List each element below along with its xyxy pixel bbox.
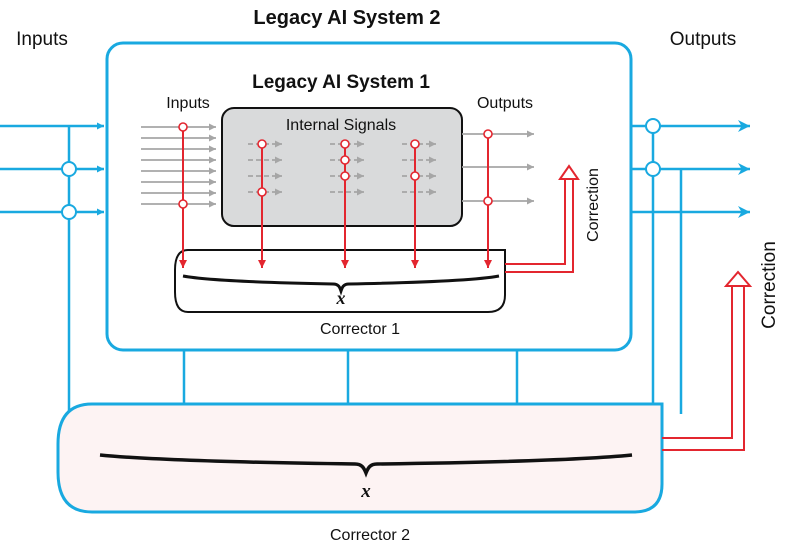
inner-output-arrows: [462, 130, 534, 205]
corrector-1-probe-points: [178, 122, 493, 209]
correction-2-arrow: [662, 270, 753, 451]
internal-signals-label: Internal Signals: [286, 117, 396, 134]
inner-outputs-label: Outputs: [477, 95, 533, 112]
corrector-2-label: Corrector 2: [330, 527, 410, 544]
corrector-2-variable: x: [360, 481, 371, 502]
corrector-2-brace: [99, 453, 633, 478]
correction-1-label: Correction: [585, 168, 602, 242]
corrector-2-box: [56, 402, 664, 514]
outer-input-lines: [0, 122, 104, 426]
corrector-1-variable: x: [336, 288, 346, 308]
outer-outputs-label: Outputs: [670, 29, 737, 50]
outer-input-junctions: [61, 161, 77, 220]
correction-1-arrow: [505, 164, 580, 273]
corrector-1-box: [174, 249, 506, 313]
corrector-1-brace: [182, 274, 500, 296]
outer-output-junctions: [645, 118, 661, 177]
outer-title: Legacy AI System 2: [253, 7, 440, 29]
outer-inputs-label: Inputs: [16, 29, 68, 50]
inner-inputs-label: Inputs: [166, 95, 210, 112]
corrector-1-label: Corrector 1: [320, 321, 400, 338]
correction-2-label: Correction: [759, 241, 780, 329]
inner-title: Legacy AI System 1: [252, 72, 430, 93]
